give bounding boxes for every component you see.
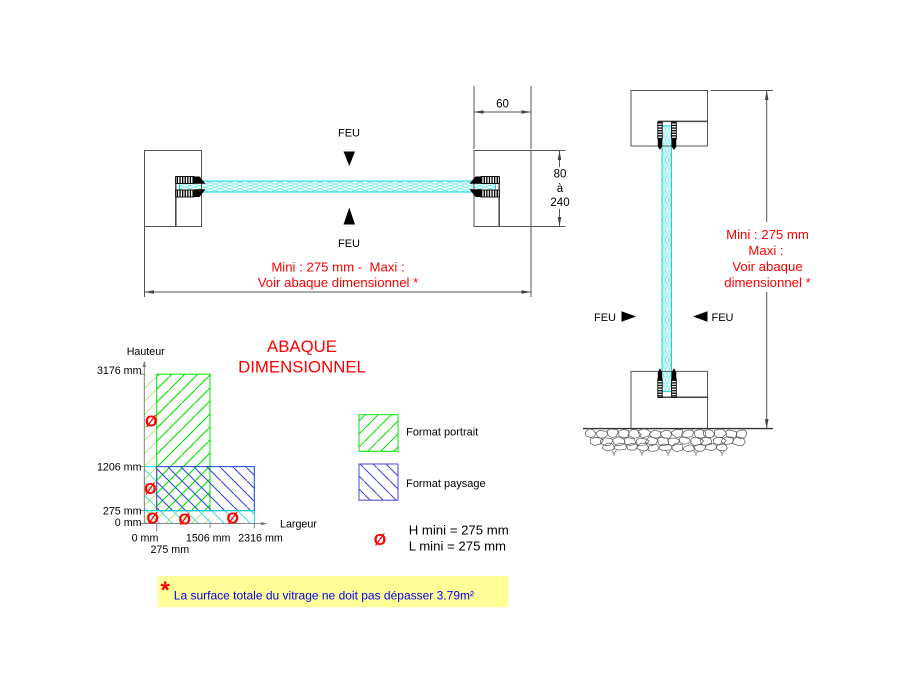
svg-text:Ø: Ø xyxy=(145,414,157,431)
svg-text:*: * xyxy=(161,577,171,604)
svg-text:Ø: Ø xyxy=(146,511,158,528)
svg-text:FEU: FEU xyxy=(594,312,616,324)
svg-text:DIMENSIONNEL: DIMENSIONNEL xyxy=(238,357,366,376)
svg-text:Ø: Ø xyxy=(226,511,238,528)
svg-text:240: 240 xyxy=(550,197,569,209)
svg-text:275 mm: 275 mm xyxy=(103,506,142,518)
svg-text:Maxi :: Maxi : xyxy=(748,243,783,258)
svg-text:Ø: Ø xyxy=(178,511,190,528)
svg-text:Ø: Ø xyxy=(144,481,156,498)
svg-text:La surface totale du vitrage n: La surface totale du vitrage ne doit pas… xyxy=(174,588,474,602)
svg-text:Format portrait: Format portrait xyxy=(406,426,478,438)
svg-text:à: à xyxy=(557,183,564,195)
svg-text:Ø: Ø xyxy=(374,532,386,549)
svg-text:FEU: FEU xyxy=(338,238,360,250)
svg-text:ABAQUE: ABAQUE xyxy=(267,337,337,356)
svg-text:1506 mm: 1506 mm xyxy=(186,533,231,545)
svg-text:L mini = 275 mm: L mini = 275 mm xyxy=(409,539,506,554)
svg-text:Format paysage: Format paysage xyxy=(406,478,485,490)
svg-text:Voir abaque: Voir abaque xyxy=(732,259,802,274)
svg-text:dimensionnel *: dimensionnel * xyxy=(724,275,811,290)
svg-text:Voir abaque dimensionnel *: Voir abaque dimensionnel * xyxy=(258,275,419,290)
svg-text:2316 mm: 2316 mm xyxy=(238,533,283,545)
svg-text:Hauteur: Hauteur xyxy=(127,346,165,358)
svg-text:1206 mm: 1206 mm xyxy=(97,462,142,474)
svg-text:FEU: FEU xyxy=(338,127,360,139)
svg-text:Mini : 275 mm - Maxi :: Mini : 275 mm - Maxi : xyxy=(271,260,404,275)
svg-text:60: 60 xyxy=(496,99,509,111)
svg-text:275 mm: 275 mm xyxy=(150,544,189,556)
svg-text:FEU: FEU xyxy=(712,312,734,324)
svg-text:H mini = 275 mm: H mini = 275 mm xyxy=(409,522,509,537)
svg-text:0 mm: 0 mm xyxy=(115,517,142,529)
svg-text:Largeur: Largeur xyxy=(280,519,317,531)
svg-text:0 mm: 0 mm xyxy=(132,533,159,545)
svg-text:3176 mm: 3176 mm xyxy=(97,365,142,377)
svg-text:80: 80 xyxy=(554,169,567,181)
svg-text:Mini : 275 mm: Mini : 275 mm xyxy=(726,227,809,242)
